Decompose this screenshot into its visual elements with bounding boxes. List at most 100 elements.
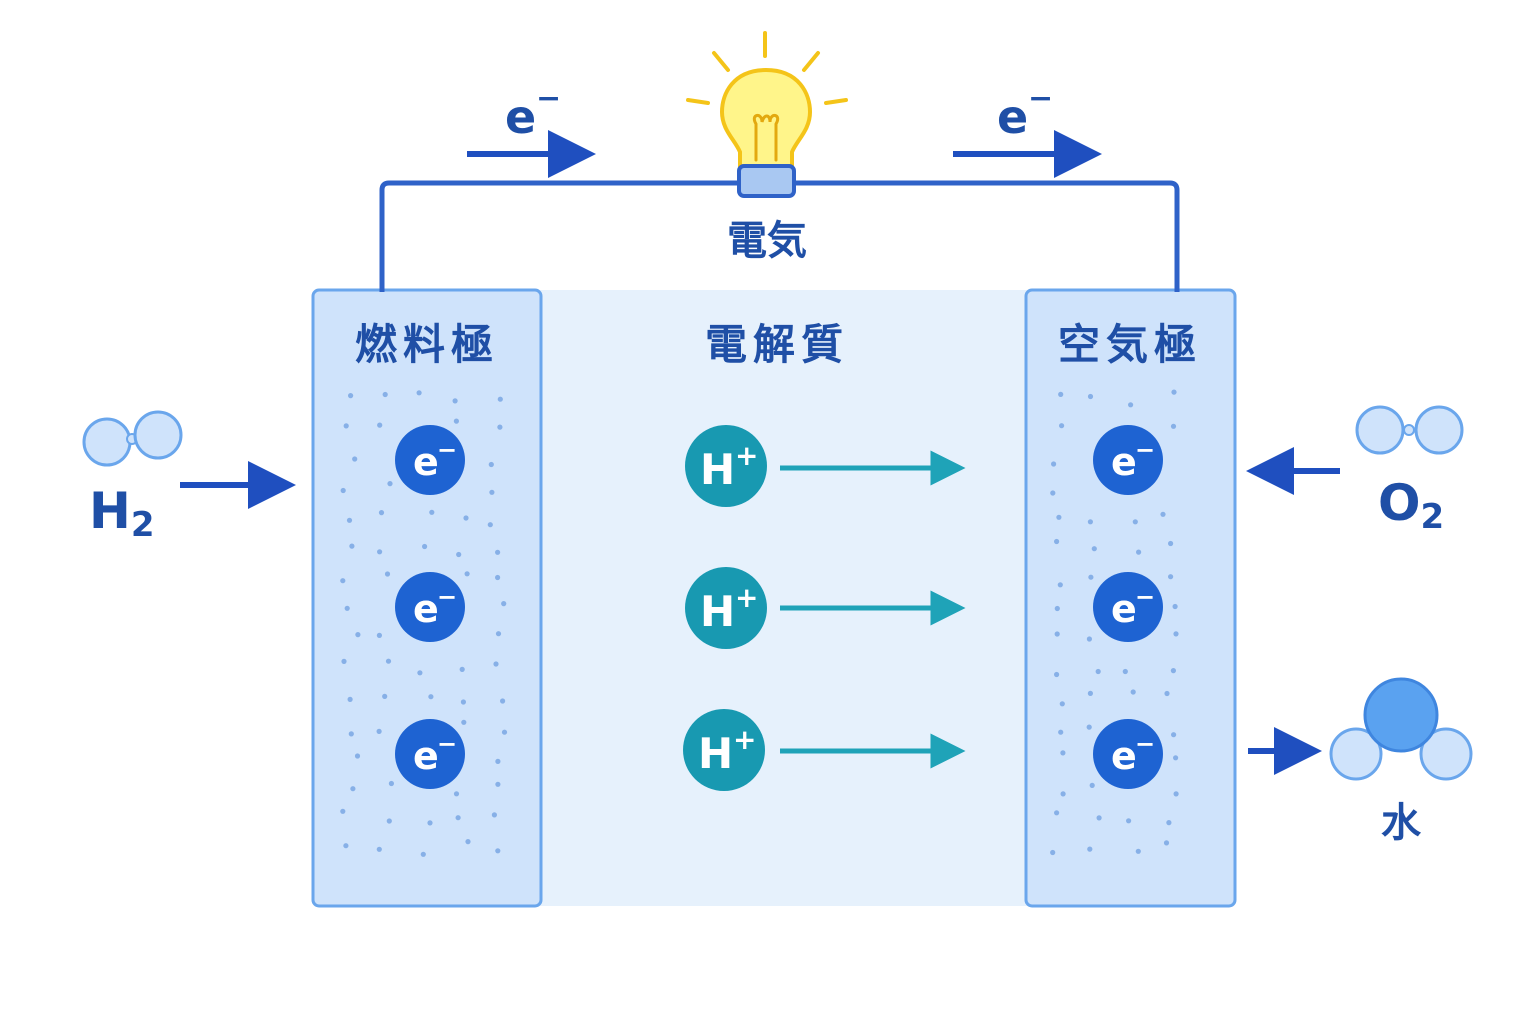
electrode-dot <box>1132 519 1138 525</box>
proton-1: H + <box>685 425 767 507</box>
electrode-dot <box>487 522 493 528</box>
oxygen-molecule-icon <box>1355 405 1464 455</box>
lightbulb-icon <box>686 31 848 198</box>
electrode-dot <box>346 517 353 523</box>
electron-charge: − <box>437 436 457 464</box>
electrode-dot <box>1170 423 1177 429</box>
electrode-dot <box>1126 818 1132 824</box>
electrode-dot <box>1050 849 1056 856</box>
oxygen-label: O2 <box>1378 474 1444 537</box>
electron-symbol: e <box>1111 587 1137 631</box>
electrode-dot <box>1059 701 1065 707</box>
electrode-dot <box>460 699 466 705</box>
electron-symbol: e <box>1111 734 1137 778</box>
electrode-dot <box>489 489 495 495</box>
circuit-electron-left: e − <box>505 81 561 144</box>
proton-charge: + <box>733 723 756 756</box>
electrode-dot <box>1166 820 1172 826</box>
electrode-dot <box>464 571 470 577</box>
proton-symbol: H <box>700 587 735 636</box>
electron-symbol: e <box>413 587 439 631</box>
electrode-dot <box>455 815 461 821</box>
electrode-dot <box>1168 574 1174 580</box>
electrode-dot <box>417 670 423 676</box>
electrode-dot <box>1163 840 1170 846</box>
electrode-dot <box>1164 690 1170 697</box>
electrode-dot <box>343 423 349 429</box>
water-label: 水 <box>1381 800 1422 846</box>
electrode-dot <box>1054 538 1060 545</box>
electron-symbol: e <box>413 440 439 484</box>
electrode-dot <box>495 758 501 765</box>
electron-charge: − <box>1135 730 1155 758</box>
electrode-dot <box>1095 668 1101 675</box>
electrode-dot <box>463 515 469 521</box>
electrode-dot <box>427 820 433 826</box>
electrode-dot <box>377 422 383 428</box>
electrode-dot <box>348 393 354 399</box>
bulb-glass <box>719 67 813 168</box>
electrode-dot <box>453 791 460 797</box>
electrode-dot <box>488 461 494 468</box>
electrode-dot <box>1051 461 1057 467</box>
electricity-label: 電気 <box>727 218 807 264</box>
electrode-dot <box>1057 582 1063 588</box>
fuel-electrode-dots <box>340 390 508 857</box>
electrode-dot <box>500 698 506 704</box>
electrode-dot <box>1173 631 1179 637</box>
air-electron-2: e − <box>1093 572 1163 642</box>
electrode-dot <box>1060 791 1066 797</box>
electrode-dot <box>384 571 391 577</box>
electrode-dot <box>1091 546 1097 552</box>
electrode-dot <box>388 780 394 787</box>
hydrogen-label: H2 <box>89 482 155 545</box>
electrode-dot <box>341 658 347 665</box>
circuit-electron-right: e − <box>997 81 1053 144</box>
proton-2: H + <box>685 567 767 649</box>
electrode-dot <box>1136 549 1142 555</box>
electron-symbol: e <box>413 734 439 778</box>
fuel-electron-2: e − <box>395 572 465 642</box>
electrode-dot <box>491 812 497 818</box>
electrode-dot <box>501 729 508 735</box>
electrode-dot <box>350 786 356 792</box>
fuel-electrode-label: 燃料極 <box>355 320 499 369</box>
electrode-dot <box>340 808 346 814</box>
electrode-dot <box>501 601 507 607</box>
electrode-dot <box>347 696 353 703</box>
electrode-dot <box>493 661 499 667</box>
electrode-dot <box>1172 603 1178 610</box>
electrode-dot <box>343 843 349 849</box>
electrode-dot <box>1086 724 1092 730</box>
proton-symbol: H <box>698 729 733 778</box>
electrode-dot <box>456 551 462 558</box>
electrode-dot <box>1086 636 1092 642</box>
electrode-dot <box>459 666 465 673</box>
electron-charge: − <box>437 730 457 758</box>
hydrogen-molecule-icon <box>82 410 183 467</box>
electrode-dot <box>377 549 383 555</box>
water-molecule-icon <box>1329 677 1473 781</box>
electrode-dot <box>348 731 354 737</box>
electron-charge: − <box>1135 583 1155 611</box>
electron-charge: − <box>536 81 561 116</box>
electrode-dot <box>465 839 471 845</box>
electrode-dot <box>452 398 458 404</box>
electrode-dot <box>355 632 361 638</box>
electrode-dot <box>1087 519 1093 525</box>
electrode-dot <box>429 509 435 515</box>
electron-symbol: e <box>505 90 536 144</box>
electrode-dot <box>1171 389 1177 395</box>
electrode-dot <box>1130 689 1136 695</box>
electrode-dot <box>1096 815 1102 821</box>
electrode-dot <box>461 719 467 725</box>
electrode-dot <box>1087 393 1094 400</box>
electrode-dot <box>453 418 459 424</box>
electrode-dot <box>376 846 382 852</box>
proton-charge: + <box>735 439 758 472</box>
electron-symbol: e <box>997 90 1028 144</box>
electrode-dot <box>495 848 501 854</box>
electron-charge: − <box>437 583 457 611</box>
proton-charge: + <box>735 581 758 614</box>
